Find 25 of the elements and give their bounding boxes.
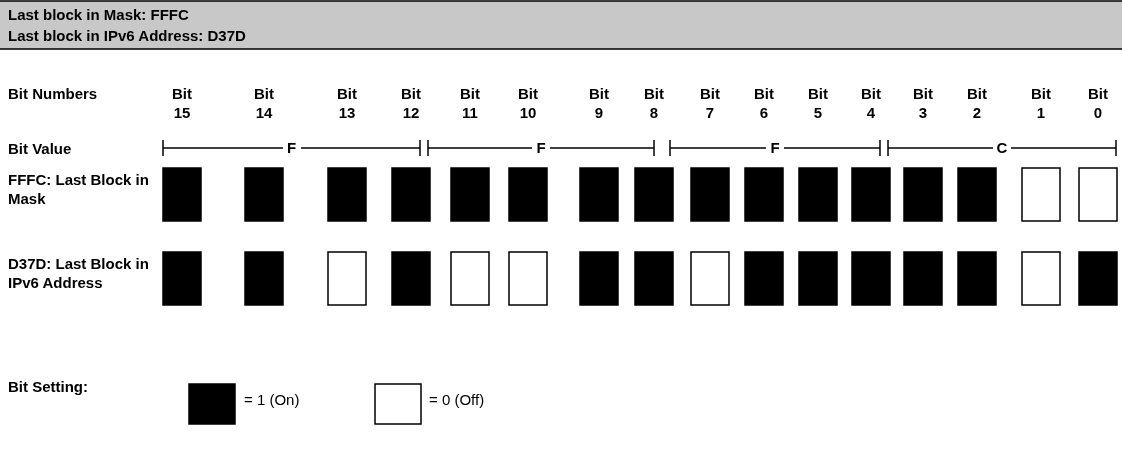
- row-label: FFFC: Last Block in Mask: [8, 170, 150, 208]
- bit-number: Bit 10: [517, 84, 539, 122]
- header-text: Last block in Mask: FFFC: [8, 5, 190, 24]
- row-label: Bit Value: [8, 139, 73, 158]
- bit-number: Bit 0: [1087, 84, 1109, 122]
- bit-number: Bit 2: [966, 84, 988, 122]
- legend-text: = 1 (On): [244, 390, 300, 409]
- header-text: Last block in IPv6 Address: D37D: [8, 26, 247, 45]
- bit-number: Bit 6: [753, 84, 775, 122]
- row-label: D37D: Last Block in IPv6 Address: [8, 254, 150, 292]
- bit-number: Bit 3: [912, 84, 934, 122]
- bit-number: Bit 11: [459, 84, 481, 122]
- legend-text: = 0 (Off): [429, 390, 485, 409]
- bit-number: Bit 9: [588, 84, 610, 122]
- bit-number: Bit 7: [699, 84, 721, 122]
- row-label: Bit Numbers: [8, 84, 99, 103]
- bit-number: Bit 1: [1030, 84, 1052, 122]
- bit-number: Bit 8: [643, 84, 665, 122]
- legend-title: Bit Setting:: [8, 377, 89, 396]
- bit-number: Bit 13: [336, 84, 358, 122]
- bit-number: Bit 15: [171, 84, 193, 122]
- bit-number: Bit 14: [253, 84, 275, 122]
- bit-number: Bit 12: [400, 84, 422, 122]
- bit-number: Bit 5: [807, 84, 829, 122]
- bit-number: Bit 4: [860, 84, 882, 122]
